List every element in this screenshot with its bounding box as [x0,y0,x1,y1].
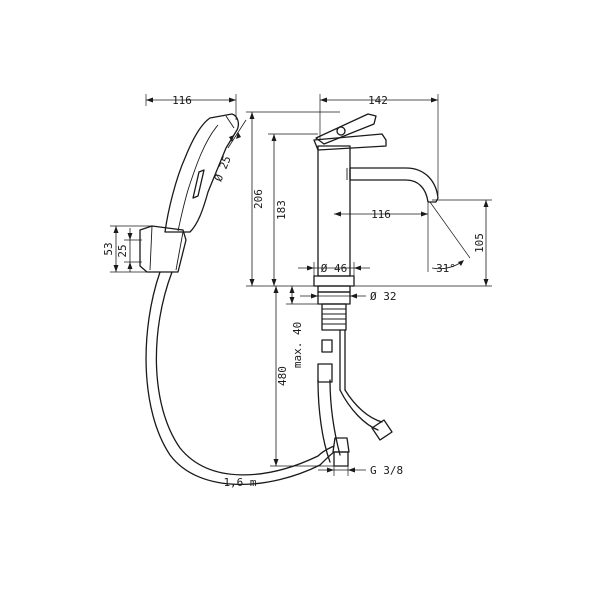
dimension-lines [110,94,492,476]
label-thread-diameter: Ø 32 [370,290,397,303]
label-hose-lower: 480 [276,366,289,386]
label-spout-angle: 31° [436,262,456,275]
label-hose-length: 1,6 m [223,476,256,489]
faucet-body [313,113,439,467]
label-faucet-width: 142 [368,94,388,107]
label-holder-inner: 25 [116,244,129,257]
label-max-thickness: max. 40 [291,322,304,368]
label-connection-thread: G 3/8 [370,464,403,477]
dimension-labels: 116 142 206 183 116 105 31° Ø 46 Ø 32 Ø … [102,94,486,489]
hand-shower [139,113,239,273]
label-holder-height: 53 [102,242,115,255]
label-spout-height: 105 [473,233,486,253]
shower-hose [145,271,341,486]
label-body-height: 183 [275,200,288,220]
label-overall-height: 206 [252,189,265,209]
label-shower-width: 116 [172,94,192,107]
label-base-diameter: Ø 46 [321,262,348,275]
label-shower-diameter: Ø 25 [212,154,234,183]
label-spout-reach: 116 [371,208,391,221]
